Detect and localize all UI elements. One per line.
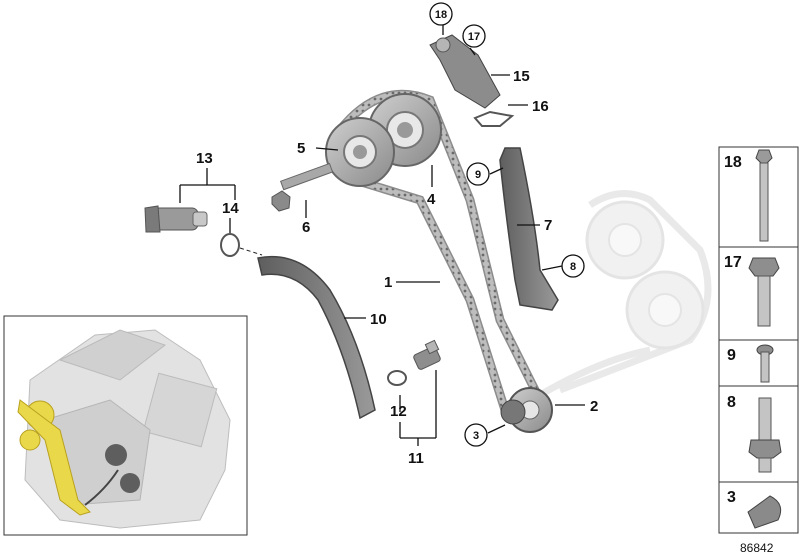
- callout-8: 8: [570, 261, 576, 273]
- central-bolt: [271, 162, 334, 212]
- slide-rail-upper: [429, 34, 501, 109]
- circled-callouts: 3 8 9 17 18: [429, 2, 585, 447]
- callout-6: 6: [302, 219, 310, 236]
- callout-5: 5: [297, 140, 305, 157]
- callout-9: 9: [475, 169, 481, 181]
- callout-7: 7: [544, 217, 552, 234]
- torx-screw-icon: [756, 344, 774, 383]
- hex-bolt-icon: [748, 257, 780, 327]
- stud-bolt-icon: [748, 397, 782, 473]
- highlighted-timing-drive: [17, 399, 140, 516]
- callout-11: 11: [408, 450, 424, 467]
- callout-16: 16: [532, 98, 549, 115]
- crankshaft-sprocket: [500, 387, 553, 433]
- seal-ring: [220, 233, 240, 257]
- ghost-right-bank: [538, 190, 712, 399]
- gasket: [473, 110, 515, 127]
- callout-18: 18: [435, 9, 447, 21]
- callout-14: 14: [222, 200, 239, 217]
- oil-spray-nozzle: [413, 339, 441, 370]
- callout-3: 3: [473, 430, 479, 442]
- parts-panel: 18 17 9 8 3: [718, 146, 799, 534]
- camshaft-adjuster-intake: [325, 117, 395, 187]
- reference-number: 86842: [740, 541, 774, 555]
- woodruff-key-icon: [747, 495, 782, 529]
- callout-10: 10: [370, 311, 387, 328]
- guide-rail: [499, 147, 559, 311]
- part-number-17: 17: [724, 254, 742, 271]
- chain-tensioner: [144, 205, 208, 233]
- nozzle-seal-ring: [387, 370, 407, 386]
- engine-overview-inset: [3, 315, 248, 536]
- part-number-8: 8: [727, 394, 736, 411]
- tensioning-rail: [257, 255, 376, 420]
- part-number-18: 18: [724, 154, 742, 171]
- callout-13: 13: [196, 150, 213, 167]
- long-bolt-icon: [755, 149, 773, 242]
- callout-4: 4: [427, 191, 436, 208]
- callout-17: 17: [468, 31, 480, 43]
- part-number-3: 3: [727, 489, 736, 506]
- callout-15: 15: [513, 68, 530, 85]
- leader-lines: [179, 24, 585, 446]
- callout-12: 12: [390, 403, 407, 420]
- callout-1: 1: [384, 274, 392, 291]
- callout-labels: 1 2 4 5 6 7 10 11 12 13 14 15 16: [196, 68, 598, 467]
- callout-2: 2: [590, 398, 598, 415]
- part-number-9: 9: [727, 347, 736, 364]
